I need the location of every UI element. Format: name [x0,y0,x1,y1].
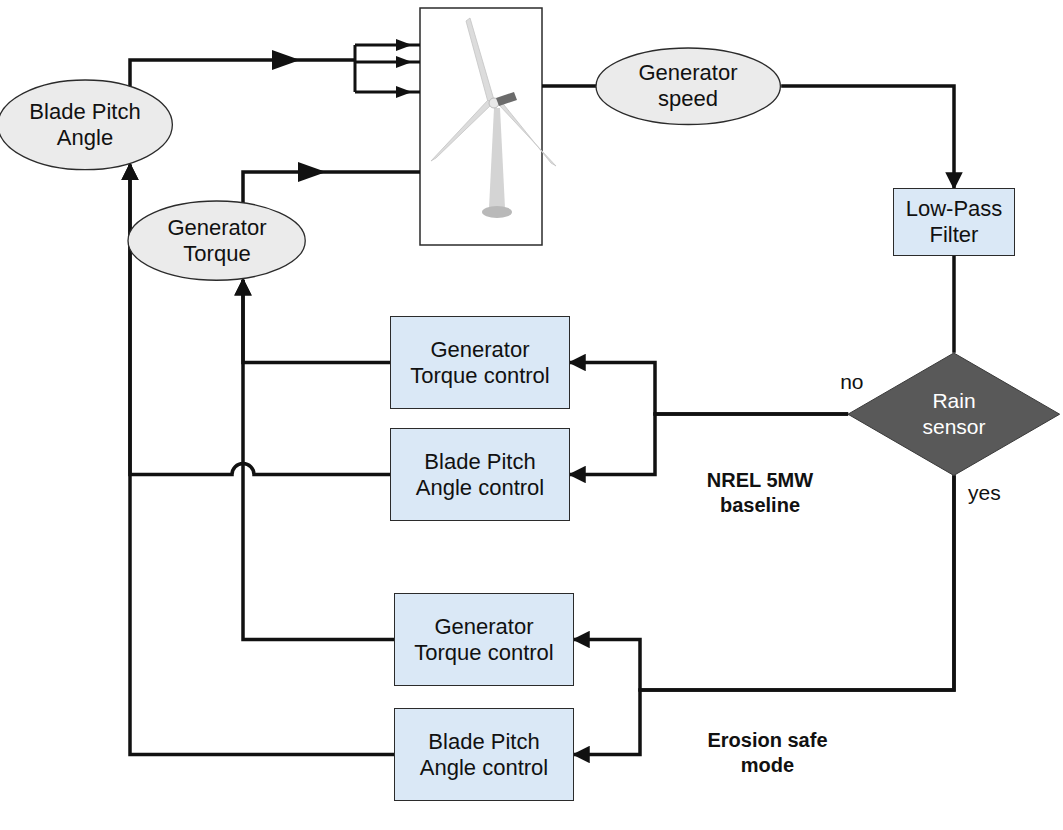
signal-connector [952,256,956,353]
signal-connector [570,363,848,414]
decision-diamond: Rain sensor [848,353,1060,475]
node-text: Rain sensor [909,388,999,440]
node-text: Low-Pass Filter [903,196,1005,248]
signal-connector [243,280,390,363]
controller-group: NREL 5MW baseline Generator Torque contro… [312,290,838,546]
node-text: Blade Pitch Angle control [404,729,564,781]
node-text: Generator speed [632,60,744,112]
node-text: Generator Torque control [400,337,560,389]
group-label: Erosion safe mode [700,728,835,778]
signal-connector [243,280,394,640]
filter-box: Low-Pass Filter [893,188,1015,256]
group-label: NREL 5MW baseline [690,468,830,518]
node-text: Blade Pitch Angle control [400,449,560,501]
signal-connector [574,475,954,754]
diamond-outline [848,353,1060,475]
node-text: Generator Torque [161,215,273,267]
control-box: Blade Pitch Angle control [394,708,574,801]
signal-ellipse: Generator speed [595,47,781,125]
control-box: Blade Pitch Angle control [390,428,570,521]
control-box: Generator Torque control [394,593,574,686]
branch-label: no [840,370,863,394]
wire-arrowheads [272,39,412,182]
signal-connector [781,86,954,188]
node-text: Generator Torque control [404,614,564,666]
control-box: Generator Torque control [390,316,570,409]
signal-ellipse: Generator Torque [127,200,306,281]
signal-ellipse: Blade Pitch Angle [0,79,173,171]
wind-turbine-illustration [431,18,556,218]
branch-label: yes [968,481,1001,505]
signal-connector [570,414,848,475]
node-text: Blade Pitch Angle [24,99,146,151]
controller-group: Erosion safe mode Generator Torque contro… [318,566,843,826]
turbine-frame [420,8,542,245]
